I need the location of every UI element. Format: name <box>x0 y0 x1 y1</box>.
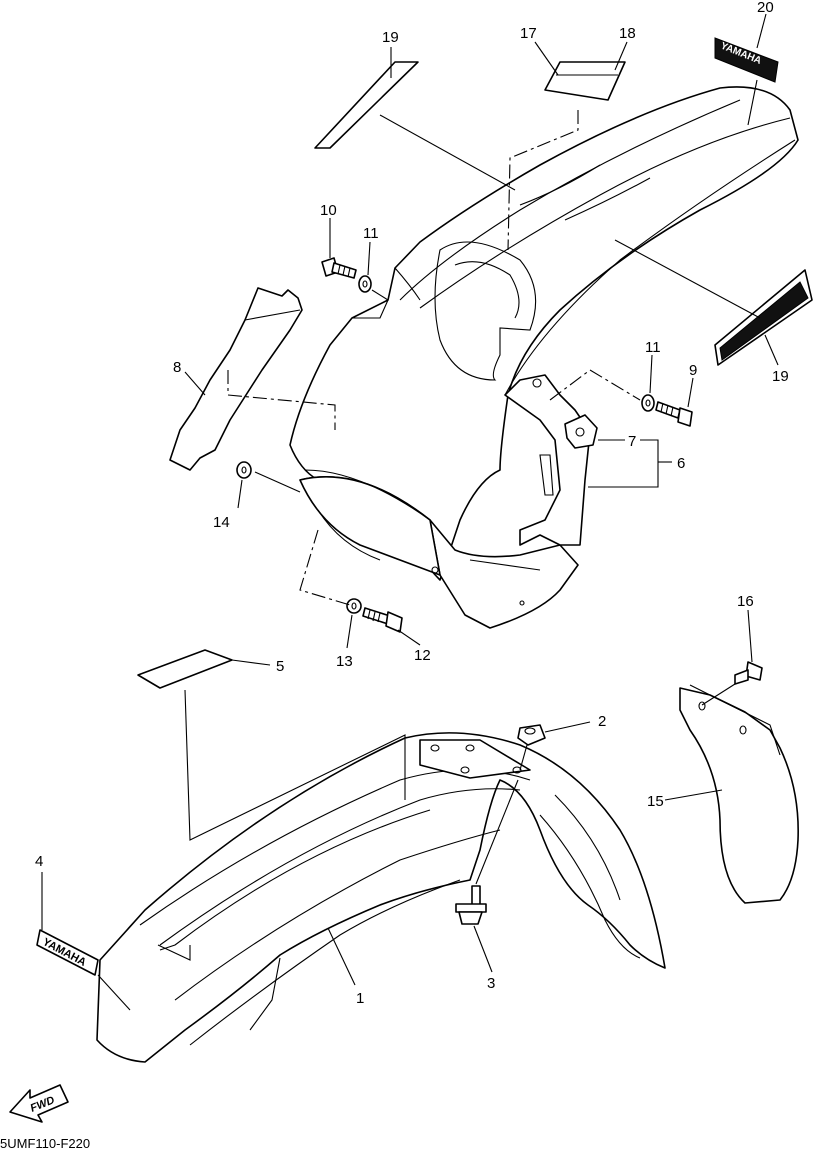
leader-19b-2 <box>764 334 779 366</box>
leader-14 <box>237 479 243 509</box>
callout-11-right: 11 <box>645 339 661 356</box>
leader-3b <box>475 779 519 885</box>
leader-4-2 <box>97 974 131 1011</box>
callout-10: 10 <box>320 202 337 219</box>
bolt-3 <box>455 885 487 925</box>
callout-14: 14 <box>213 514 230 531</box>
leader-19a-2 <box>379 114 516 191</box>
leader-11a <box>367 241 371 276</box>
callout-6: 6 <box>677 455 685 472</box>
bracket-6 <box>588 439 659 488</box>
callout-19-right: 19 <box>772 368 789 385</box>
leader-5-2 <box>184 689 406 841</box>
callout-11-top: 11 <box>363 225 379 242</box>
callout-5: 5 <box>276 658 284 675</box>
leader-2 <box>544 721 591 733</box>
leader-18 <box>614 41 628 71</box>
bolt-10 <box>321 257 357 279</box>
nut-2 <box>517 724 546 746</box>
callout-2: 2 <box>598 713 606 730</box>
callout-12: 12 <box>414 647 431 664</box>
decal-5 <box>137 649 233 689</box>
leader-15 <box>664 789 723 801</box>
callout-7: 7 <box>628 433 636 450</box>
callout-9: 9 <box>689 362 697 379</box>
dash-9 <box>549 369 641 401</box>
dash-17 <box>507 110 579 251</box>
decal-19-top <box>314 61 419 149</box>
side-panel-8 <box>169 287 303 471</box>
callout-13: 13 <box>336 653 353 670</box>
leader-19b <box>614 239 761 319</box>
decal-4: YAMAHA <box>36 929 99 976</box>
leader-11a-2 <box>371 289 389 301</box>
leader-20a <box>756 13 767 49</box>
leader-13 <box>346 614 353 649</box>
front-fender <box>96 732 666 1063</box>
bolt-12 <box>362 607 403 633</box>
drawing-code: 5UMF110-F220 <box>0 1136 90 1151</box>
dash-8 <box>227 370 336 430</box>
fork-guard-15 <box>679 684 799 904</box>
bracket-7 <box>564 414 598 449</box>
leader-16b <box>701 683 736 706</box>
callout-8: 8 <box>173 359 181 376</box>
bolt-9 <box>655 401 693 427</box>
callout-1: 1 <box>356 990 364 1007</box>
leader-16 <box>747 609 753 663</box>
washer-11-right <box>641 394 655 412</box>
screw-16 <box>734 661 763 685</box>
decal-17-18 <box>544 61 626 101</box>
leader-3 <box>473 925 493 973</box>
decal-19-right <box>714 269 813 366</box>
decal-20: YAMAHA <box>714 37 779 83</box>
leader-14-2 <box>254 471 301 493</box>
washer-14 <box>236 461 252 479</box>
callout-15: 15 <box>647 793 664 810</box>
leader-2b <box>519 744 528 771</box>
leader-5 <box>231 659 271 666</box>
rear-fender <box>289 86 799 629</box>
leader-17 <box>534 41 559 76</box>
leader-8 <box>184 371 206 396</box>
fwd-arrow-icon: FWD <box>9 1084 69 1123</box>
washer-13 <box>346 598 362 614</box>
callout-19-top: 19 <box>382 29 399 46</box>
leader-20b <box>747 79 758 126</box>
callout-4: 4 <box>35 853 43 870</box>
callout-16: 16 <box>737 593 754 610</box>
leader-11b <box>649 354 653 394</box>
callout-17: 17 <box>520 25 537 42</box>
dash-12 <box>299 529 351 606</box>
callout-20: 20 <box>757 0 774 16</box>
leader-12 <box>397 629 421 646</box>
callout-18: 18 <box>619 25 636 42</box>
callout-3: 3 <box>487 975 495 992</box>
leader-1 <box>327 927 356 986</box>
leader-9 <box>687 377 694 408</box>
washer-11-top <box>358 275 372 293</box>
